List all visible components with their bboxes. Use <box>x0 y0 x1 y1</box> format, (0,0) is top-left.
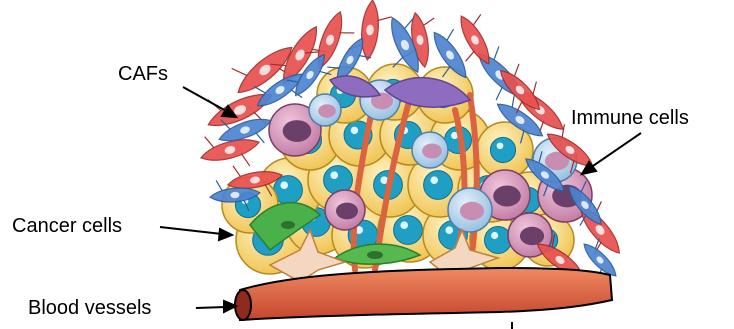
label-cafs: CAFs <box>118 63 168 85</box>
immune-cell <box>325 190 365 230</box>
immune-cell <box>448 188 492 232</box>
label-cancer-cells: Cancer cells <box>12 215 122 237</box>
label-immune-cells: Immune cells <box>571 107 689 129</box>
label-blood-vessels: Blood vessels <box>28 297 151 319</box>
immune-cell <box>412 132 448 168</box>
immune-cell <box>309 94 341 126</box>
